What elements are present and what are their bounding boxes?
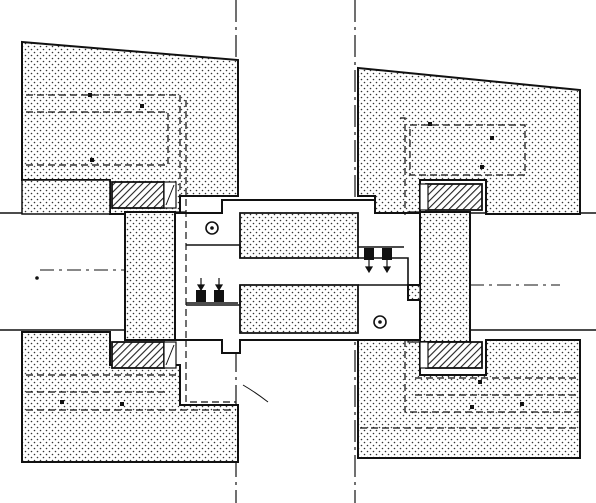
upper-left-base (21, 179, 111, 215)
lock-block-pair (358, 246, 404, 274)
upper-beam (239, 212, 359, 259)
lower-left-block (21, 331, 239, 463)
dashed-internal-lines (26, 94, 580, 429)
horizontal-axis (40, 269, 560, 286)
lower-beam (239, 284, 359, 334)
down-arrow-icon (196, 278, 224, 292)
left-collar (124, 211, 176, 341)
axis-dot (35, 276, 39, 280)
upper-right-block (357, 66, 581, 215)
annotation-stroke (242, 384, 269, 403)
right-collar (419, 211, 471, 343)
bolt-circle-icon (205, 221, 219, 235)
hatched-seal-block (111, 341, 177, 369)
chamber-divider (186, 244, 241, 306)
down-arrow-icon (364, 260, 392, 274)
tick-marks (60, 93, 524, 409)
hatched-seal-block (419, 183, 483, 211)
hatched-seal-block (111, 181, 177, 209)
lock-block-pair (186, 278, 238, 304)
chamber-divider-right (358, 257, 409, 286)
hatched-seal-block (419, 341, 483, 369)
bolt-circle-icon (373, 315, 387, 329)
